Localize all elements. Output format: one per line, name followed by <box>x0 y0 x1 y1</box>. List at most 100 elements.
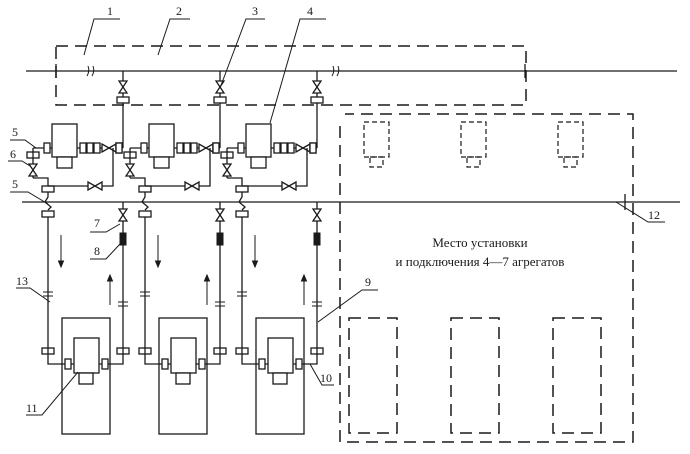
callout-3: 3 <box>252 4 258 18</box>
reserved-unit-placeholder <box>552 121 602 434</box>
callout-leader-5b <box>10 191 49 205</box>
coupling-icon <box>183 142 191 154</box>
coupling-icon <box>213 96 227 104</box>
drop-pipe <box>227 177 243 186</box>
flow-arrow-up <box>203 273 211 305</box>
flow-arrow-down <box>251 235 259 269</box>
pipe-break-mark <box>312 301 322 307</box>
coupling-icon <box>190 142 198 154</box>
valve-body <box>281 180 297 192</box>
header-enclosure <box>55 45 527 106</box>
reserved-heat-unit-base <box>466 156 481 168</box>
terminal-unit-base <box>78 372 94 385</box>
arrow-head <box>203 273 211 282</box>
coupling-icon <box>235 210 249 218</box>
callout-13: 13 <box>16 274 28 288</box>
flow-arrow-up <box>106 273 114 305</box>
reserved-area-enclosure <box>339 113 634 443</box>
valve-body <box>311 80 323 94</box>
terminal-unit-motor <box>73 337 100 374</box>
callout-leader-7 <box>90 223 121 233</box>
coupling-icon <box>310 96 324 104</box>
heat-unit-base <box>250 156 267 169</box>
reserved-heat-unit-base <box>369 156 384 168</box>
coupling-icon <box>41 185 55 193</box>
callout-4: 4 <box>307 4 313 18</box>
flow-arrow-up <box>300 273 308 305</box>
valve-icon <box>311 80 323 94</box>
coupling-icon <box>198 358 206 370</box>
valve-body <box>124 163 136 177</box>
bypass-pipe <box>242 148 308 187</box>
unit-assembly <box>26 71 130 435</box>
check-valve-icon <box>295 142 305 154</box>
coupling-icon <box>176 142 184 154</box>
callout-5a: 5 <box>12 125 18 139</box>
coupling-icon <box>273 142 281 154</box>
valve-body <box>214 208 226 222</box>
heat-unit-icon <box>148 123 175 158</box>
bypass-pipe <box>145 148 211 187</box>
arrow-head <box>300 273 308 282</box>
heat-unit-icon <box>245 123 272 158</box>
drop-pipe <box>33 177 49 186</box>
callout-leader-9 <box>317 289 378 323</box>
valve-body <box>311 208 323 222</box>
callout-leader-3 <box>219 18 265 89</box>
terminal-unit-motor <box>170 337 197 374</box>
arrow-head <box>251 260 259 269</box>
drop-pipe <box>130 177 146 186</box>
coupling-icon <box>258 358 266 370</box>
bypass-pipe <box>48 148 114 187</box>
valve-body <box>117 208 129 222</box>
reserved-unit-placeholder <box>450 121 500 434</box>
valve-icon <box>27 163 39 177</box>
callout-8: 8 <box>94 244 100 258</box>
coupling-icon <box>101 358 109 370</box>
callout-leader-1 <box>83 18 120 56</box>
callout-leader-8 <box>90 243 121 260</box>
reserved-unit-placeholder <box>348 121 398 434</box>
arrow-head <box>154 260 162 269</box>
valve-icon <box>311 208 323 222</box>
coupling-icon <box>280 142 288 154</box>
pipe-break-mark-right <box>331 65 340 77</box>
callout-9: 9 <box>365 275 371 289</box>
terminal-unit-icon <box>61 317 111 435</box>
valve-body <box>87 180 103 192</box>
coupling-icon <box>161 358 169 370</box>
pipe-break-mark <box>43 291 53 297</box>
reserved-heat-unit-icon <box>557 121 584 158</box>
coupling-icon <box>93 142 101 154</box>
callouts: 1 2 3 4 5 6 5 7 8 13 9 10 11 12 <box>8 4 665 416</box>
callout-1: 1 <box>107 4 113 18</box>
valve-icon <box>117 208 129 222</box>
callout-6: 6 <box>10 147 16 161</box>
valve-icon <box>184 180 200 192</box>
coupling-icon <box>138 210 152 218</box>
callout-11: 11 <box>26 401 38 415</box>
caption-line-1: Место установки <box>432 235 527 250</box>
arrow-head <box>106 273 114 282</box>
coupling-icon <box>79 142 87 154</box>
reserved-heat-unit-base <box>563 156 578 168</box>
terminal-unit-motor <box>267 337 294 374</box>
reserved-terminal-unit-icon <box>552 317 602 434</box>
heat-unit-icon <box>51 123 78 158</box>
unit-assembly <box>220 71 324 435</box>
coupling-icon <box>64 358 72 370</box>
valve-icon <box>221 163 233 177</box>
meter-icon <box>216 232 224 246</box>
arrow-head <box>57 260 65 269</box>
callout-7: 7 <box>94 216 100 230</box>
meter-icon <box>119 232 127 246</box>
terminal-unit-base <box>272 372 288 385</box>
coupling-icon <box>237 142 245 154</box>
callout-10: 10 <box>320 371 332 385</box>
return-crossover <box>44 192 52 211</box>
reserved-terminal-unit-icon <box>450 317 500 434</box>
coupling-icon <box>116 96 130 104</box>
callout-2: 2 <box>176 4 182 18</box>
heat-unit-base <box>153 156 170 169</box>
